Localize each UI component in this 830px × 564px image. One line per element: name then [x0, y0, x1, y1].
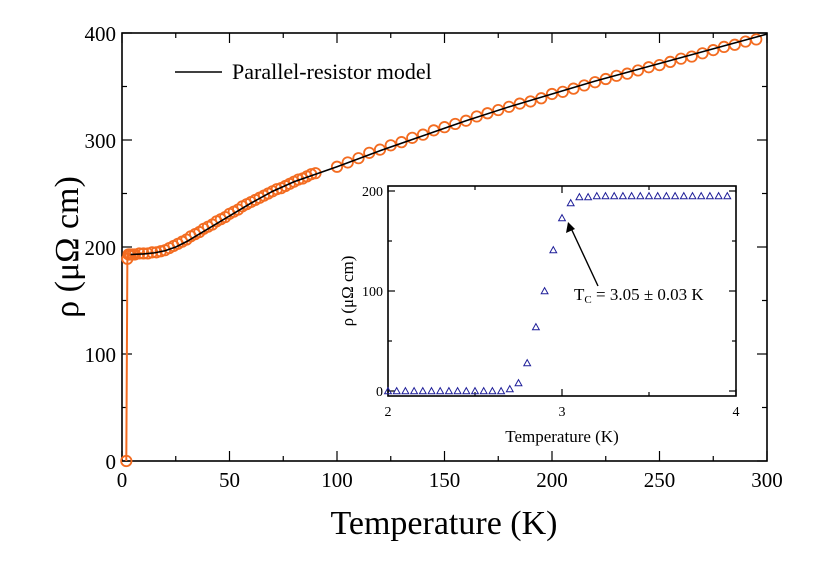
inset-data-point: [592, 191, 602, 200]
main-x-tick-label: 150: [429, 468, 461, 492]
tc-annotation-text: TC = 3.05 ± 0.03 K: [574, 285, 704, 306]
inset-data-point: [575, 192, 584, 201]
inset-data-point: [549, 245, 558, 254]
inset-data-point: [696, 191, 706, 200]
inset-y-tick-label: 100: [362, 285, 383, 300]
main-x-tick-label: 100: [321, 468, 353, 492]
inset-axis-ticks: 2 3 4 0 100 200: [362, 185, 740, 420]
main-y-tick-label: 100: [85, 343, 117, 367]
inset-data-point: [505, 384, 515, 393]
inset-data-point: [496, 386, 506, 395]
inset-x-tick-label: 4: [733, 405, 740, 420]
inset-data-point: [427, 386, 436, 395]
inset-data-point: [688, 191, 697, 200]
inset-data-point: [444, 386, 454, 395]
legend: Parallel-resistor model: [175, 59, 432, 84]
inset-x-tick-label: 3: [559, 405, 566, 420]
inset-data-point: [531, 322, 541, 331]
inset-data-point: [401, 386, 410, 395]
main-data-point: [750, 33, 763, 46]
main-y-tick-label: 200: [85, 236, 117, 260]
inset-data-point: [644, 191, 654, 200]
inset-data-point: [583, 192, 593, 201]
inset-x-tick-label: 2: [385, 405, 392, 420]
inset-y-tick-label: 0: [376, 385, 383, 400]
main-y-tick-label: 400: [85, 22, 117, 46]
main-axis-ticks: 0 50 100 150 200 250 300 0 100 200 300 400: [85, 22, 783, 492]
main-y-axis-label: ρ (μΩ cm): [49, 176, 86, 318]
inset-data-point: [462, 386, 471, 395]
inset-data-point: [601, 191, 610, 200]
tc-arrow-line: [569, 225, 599, 287]
main-series-layer: [120, 33, 768, 468]
inset-y-axis-label: ρ (μΩ cm): [338, 256, 357, 327]
inset-data-point: [514, 378, 523, 387]
tc-annotation: TC = 3.05 ± 0.03 K: [566, 222, 704, 306]
tc-annotation-main: T: [574, 285, 585, 304]
legend-label-parallel-resistor: Parallel-resistor model: [232, 59, 432, 84]
main-data-point: [352, 152, 365, 165]
main-x-tick-label: 300: [751, 468, 783, 492]
main-data-point: [330, 160, 344, 173]
inset-data-point: [557, 213, 567, 222]
inset-data-point: [636, 191, 645, 200]
inset-data-point: [540, 286, 549, 295]
inset-data-point: [418, 386, 428, 395]
inset-data-point: [723, 191, 732, 200]
inset-x-axis-label: Temperature (K): [505, 427, 619, 446]
inset-data-point: [522, 358, 532, 367]
main-data-point: [449, 117, 462, 131]
inset-data-point: [609, 191, 619, 200]
inset-data-point: [453, 386, 462, 395]
main-data-point: [470, 110, 483, 123]
main-data-point: [120, 454, 133, 468]
main-model-line: [130, 33, 768, 256]
inset-data-point: [670, 191, 680, 200]
main-x-tick-label: 250: [644, 468, 676, 492]
inset-data-point: [409, 386, 419, 395]
inset-data-point: [470, 386, 480, 395]
main-x-axis-label: Temperature (K): [331, 505, 558, 542]
inset-data-point: [383, 386, 393, 395]
main-data-point: [481, 107, 494, 120]
main-y-tick-label: 300: [85, 129, 117, 153]
inset-data-point: [679, 191, 689, 200]
main-data-point: [492, 103, 505, 117]
main-x-tick-label: 50: [219, 468, 240, 492]
main-data-point: [459, 114, 473, 127]
inset-data-point: [627, 191, 636, 200]
main-data-point: [341, 156, 354, 169]
inset-data-point: [566, 198, 575, 207]
main-y-tick-label: 0: [106, 450, 117, 474]
tc-annotation-sub: C: [584, 294, 591, 306]
main-data-point: [502, 100, 516, 113]
inset-data-point: [435, 386, 445, 395]
inset-data-point: [705, 191, 715, 200]
tc-arrow-head: [566, 222, 575, 233]
inset-data-point: [653, 191, 662, 200]
inset-data-point: [618, 191, 628, 200]
inset-data-point: [479, 386, 488, 395]
inset-y-tick-label: 200: [362, 185, 383, 200]
inset-data-point: [392, 386, 401, 395]
main-x-tick-label: 200: [536, 468, 568, 492]
inset-data-point: [662, 191, 671, 200]
inset-data-point: [488, 386, 497, 395]
main-x-tick-label: 0: [117, 468, 128, 492]
inset-data-point: [714, 191, 723, 200]
inset-series-layer: [383, 191, 732, 395]
tc-annotation-rest: = 3.05 ± 0.03 K: [592, 285, 705, 304]
